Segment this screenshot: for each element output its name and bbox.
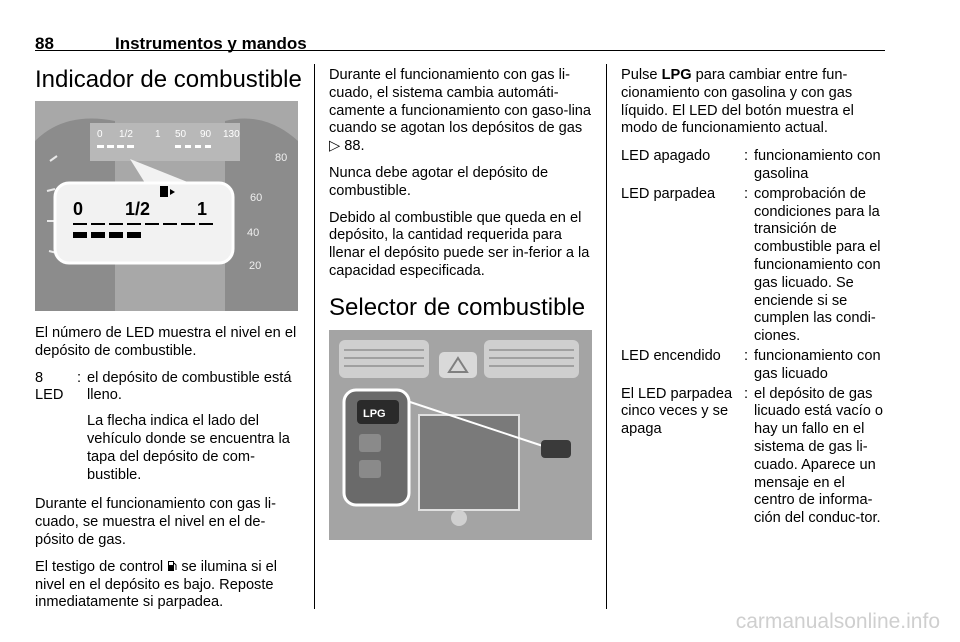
gauge-label-empty: 0 (73, 199, 83, 219)
definition-term-line-2: LED (35, 387, 64, 404)
led-state-description: el depósito de gas licuado está vacío o … (754, 385, 883, 527)
led-state-item: LED parpadea : comprobación de condicion… (621, 186, 889, 346)
svg-text:130: 130 (223, 129, 240, 140)
gauge-label-full: 1 (197, 199, 207, 219)
section-title: Instrumentos y mandos (115, 34, 307, 53)
svg-text:60: 60 (250, 192, 262, 204)
column-2-text: Durante el funcionamiento con gas li-cua… (329, 67, 594, 290)
svg-text:80: 80 (275, 152, 287, 164)
paragraph-capacity: Debido al combustible que queda en el de… (329, 209, 590, 279)
lpg-keyword: LPG (661, 67, 692, 83)
page-reference-icon: ▷ (329, 138, 341, 155)
lpg-button-label: LPG (363, 408, 386, 420)
definition-term-line-1: 8 (35, 369, 44, 386)
led-state-description: funcionamiento con gas licuado (754, 347, 881, 382)
svg-text:1/2: 1/2 (119, 129, 133, 140)
figure-caption: El número de LED muestra el nivel en el … (35, 325, 297, 359)
gauge-label-half: 1/2 (125, 199, 150, 219)
svg-text:50: 50 (175, 129, 187, 140)
fuel-warning-icon (168, 560, 177, 571)
watermark: carmanualsonline.info (735, 610, 940, 633)
led-state-term: El LED parpadea cinco veces y se apaga (621, 385, 733, 438)
page-header: 88 Instrumentos y mandos (35, 34, 885, 56)
paragraph-warning-light: El testigo de control se ilumina si el n… (35, 558, 278, 611)
led-state-description: funcionamiento con gasolina (754, 148, 881, 182)
svg-text:90: 90 (200, 129, 212, 140)
paragraph-lpg-intro: Pulse LPG para cambiar entre fun-cionami… (621, 67, 854, 137)
column-divider-1 (314, 64, 315, 609)
led-state-item: El LED parpadea cinco veces y se apaga :… (621, 386, 889, 528)
paragraph-lpg-level: Durante el funcionamiento con gas li-cua… (35, 496, 276, 548)
definition-description: el depósito de combustible está lleno. (87, 369, 292, 404)
column-1-text: El número de LED muestra el nivel en el … (35, 325, 300, 621)
definition-note: La flecha indica el lado del vehículo do… (87, 413, 290, 483)
paragraph-never-empty: Nunca debe agotar el depósito de combust… (329, 164, 549, 199)
led-state-description: comprobación de condiciones para la tran… (754, 185, 881, 345)
led-state-term: LED encendido (621, 347, 721, 364)
svg-text:1: 1 (155, 129, 161, 140)
paragraph-auto-switch: Durante el funcionamiento con gas li-cua… (329, 67, 592, 155)
page-number: 88 (35, 34, 54, 53)
svg-text:40: 40 (247, 227, 259, 239)
column-divider-2 (606, 64, 607, 609)
led-state-item: LED encendido : funcionamiento con gas l… (621, 348, 889, 384)
fuel-gauge-heading: Indicador de combustible (35, 66, 302, 93)
column-3-text: Pulse LPG para cambiar entre fun-cionami… (621, 67, 889, 528)
fuel-gauge-figure: 80 60 40 20 0 1/2 1 50 90 130 0 1/2 1 (35, 101, 298, 311)
fuel-selector-figure: LPG (329, 330, 592, 540)
fuel-selector-heading: Selector de combustible (329, 294, 586, 321)
fuel-pump-icon (160, 186, 175, 197)
svg-text:0: 0 (97, 129, 103, 140)
led-state-item: LED apagado : funcionamiento con gasolin… (621, 148, 889, 184)
led-state-term: LED parpadea (621, 185, 716, 202)
svg-text:20: 20 (249, 260, 261, 272)
header-rule (35, 50, 885, 51)
definition-8-led: 8 LED : el depósito de combustible está … (35, 370, 300, 485)
led-state-term: LED apagado (621, 148, 711, 165)
definition-term: 8 LED (35, 370, 77, 485)
